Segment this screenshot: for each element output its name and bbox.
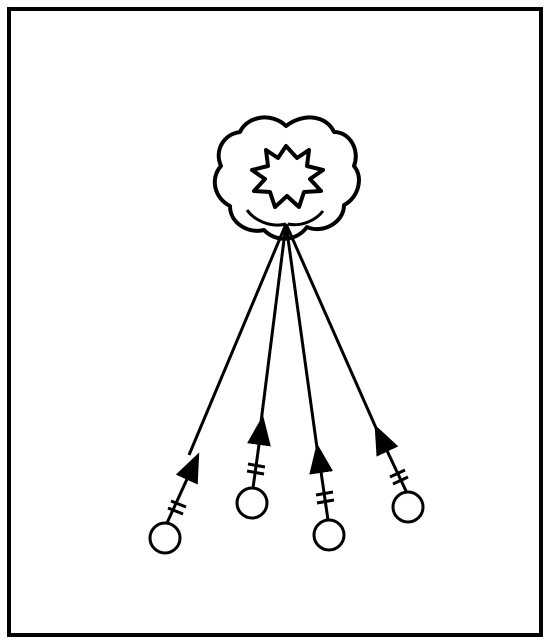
device-circle xyxy=(150,523,180,553)
aiming-device-3 xyxy=(314,458,344,550)
device-circle xyxy=(314,520,344,550)
explosion-burst-icon xyxy=(215,117,359,238)
sight-lines xyxy=(189,224,380,455)
aiming-device-1 xyxy=(150,466,193,553)
device-circle xyxy=(237,488,267,518)
aiming-device-4 xyxy=(381,438,423,522)
aiming-device-2 xyxy=(237,430,267,518)
device-circle xyxy=(393,492,423,522)
